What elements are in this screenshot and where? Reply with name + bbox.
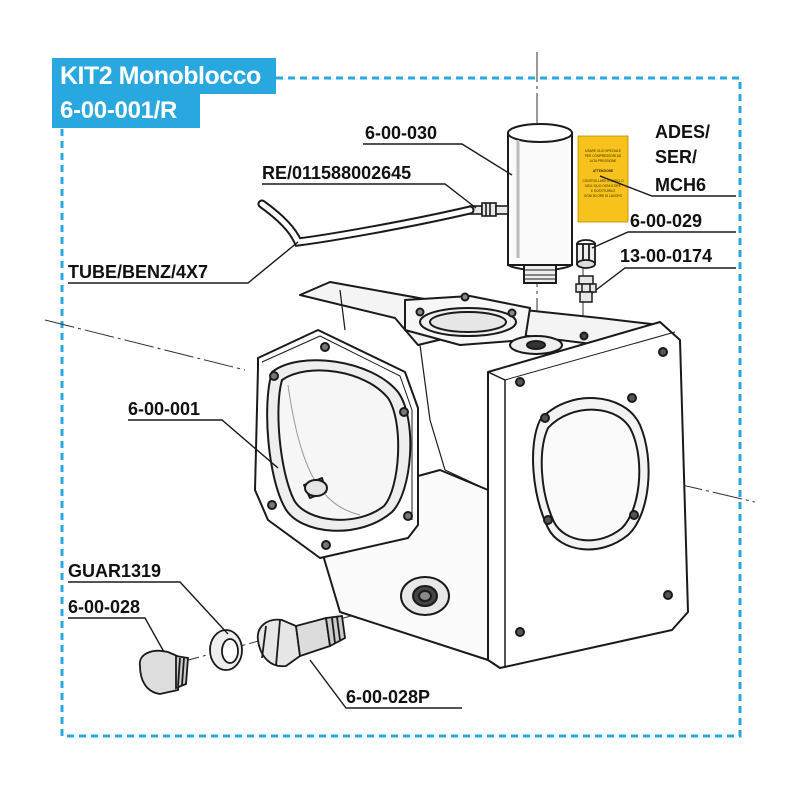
drain-plug xyxy=(139,649,189,695)
kit-code: 6-00-001/R xyxy=(52,94,200,128)
label-tube: TUBE/BENZ/4X7 xyxy=(68,262,208,282)
sticker-line: PER COMPRESSORI AD xyxy=(585,154,622,158)
kit-title: KIT2 Monoblocco xyxy=(52,58,276,94)
leader-lines xyxy=(68,143,736,709)
label-6-00-030: 6-00-030 xyxy=(365,123,437,143)
label-ades-1: ADES/ xyxy=(655,122,710,142)
pump-block xyxy=(254,281,689,669)
sticker-line: OGNI 50 ORE DI LAVORO xyxy=(584,194,623,198)
sticker-line: CONTROLLARE IL LIVELLO xyxy=(582,179,624,183)
sticker-line: ALTA PRESSIONE xyxy=(590,159,617,163)
label-ades-3: MCH6 xyxy=(655,175,706,195)
tube-benz xyxy=(257,199,475,247)
label-6-00-029: 6-00-029 xyxy=(630,211,702,231)
kit-frame xyxy=(60,76,742,738)
label-6-00-028: 6-00-028 xyxy=(68,597,140,617)
sticker-line: E SOSTITUIRLO xyxy=(591,189,616,193)
sticker-text: USARE OLIO SPECIALE PER COMPRESSORI AD A… xyxy=(582,149,624,198)
re-fitting xyxy=(469,202,509,217)
oil-reservoir xyxy=(507,123,573,284)
seal-washer xyxy=(209,629,243,671)
label-13-00-0174: 13-00-0174 xyxy=(620,246,712,266)
nipple-fitting xyxy=(575,275,597,303)
sticker-line: DELL'OLIO OGNI 8 ORE xyxy=(585,184,621,188)
label-guar1319: GUAR1319 xyxy=(68,561,161,581)
sticker-line: ATTENZIONE xyxy=(593,169,613,173)
cap-nut xyxy=(576,239,596,269)
warning-sticker: USARE OLIO SPECIALE PER COMPRESSORI AD A… xyxy=(577,135,629,223)
part-labels: 6-00-030 RE/011588002645 TUBE/BENZ/4X7 A… xyxy=(68,122,712,707)
label-re-fitting: RE/011588002645 xyxy=(262,163,411,183)
sticker-line: USARE OLIO SPECIALE xyxy=(585,149,621,153)
label-6-00-028p: 6-00-028P xyxy=(346,687,430,707)
label-ades-2: SER/ xyxy=(655,147,697,167)
label-6-00-001: 6-00-001 xyxy=(128,399,200,419)
adapter-fitting xyxy=(256,614,346,668)
